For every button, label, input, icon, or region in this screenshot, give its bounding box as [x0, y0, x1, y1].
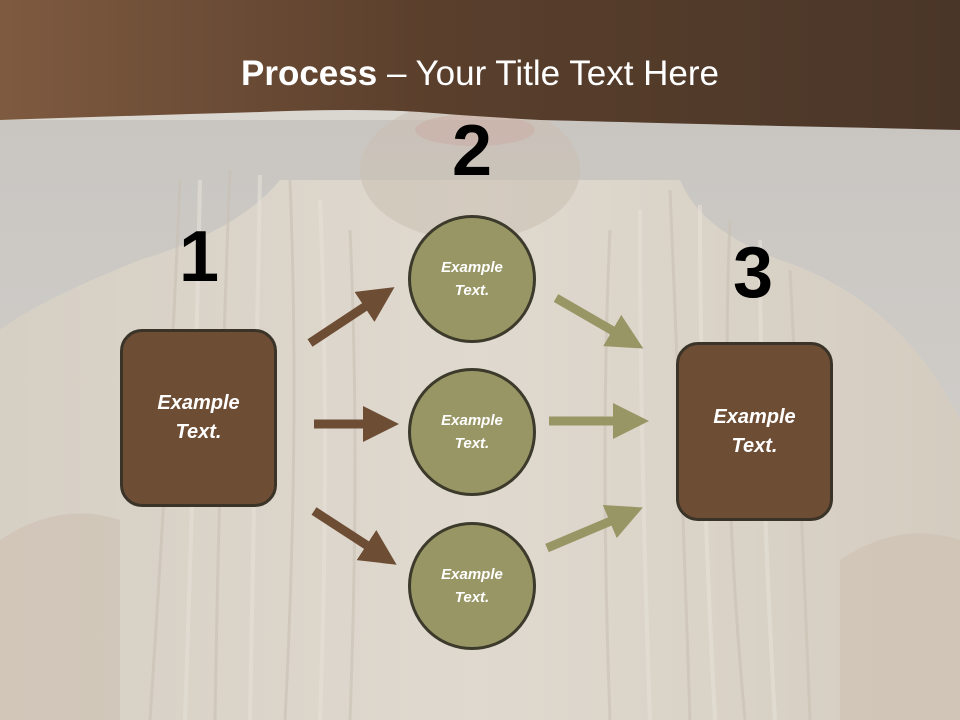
slide-title: Process – Your Title Text Here — [0, 52, 960, 96]
step-3-text-line2: Text. — [731, 434, 778, 457]
arrow-2-top-to-3 — [553, 294, 644, 349]
circle-bottom-line1: Example — [441, 566, 503, 583]
step-number-1: 1 — [178, 217, 220, 297]
step-1-box: Example Text. — [120, 329, 277, 507]
circle-middle-line1: Example — [441, 412, 503, 429]
circle-middle-line2: Text. — [454, 435, 490, 452]
arrow-1-to-2-top — [307, 287, 395, 347]
step-3-box: Example Text. — [676, 342, 833, 521]
step-1-text-line1: Example — [157, 392, 240, 414]
step-number-2: 2 — [451, 111, 493, 191]
arrow-2-bottom-to-3 — [545, 504, 643, 553]
circle-top-line2: Text. — [454, 282, 490, 299]
step-1-text-line2: Text. — [175, 421, 222, 443]
step-2-circle-bottom: Example Text. — [408, 522, 536, 650]
circle-bottom-line2: Text. — [454, 589, 490, 606]
title-rest: – Your Title Text Here — [377, 54, 719, 93]
step-2-circle-middle: Example Text. — [408, 368, 536, 496]
step-number-3: 3 — [732, 233, 774, 313]
circle-top-line1: Example — [441, 259, 503, 276]
step-2-circle-top: Example Text. — [408, 215, 536, 343]
step-3-text-line1: Example — [713, 405, 796, 428]
arrow-1-to-2-bottom — [311, 507, 397, 565]
title-bold: Process — [241, 54, 378, 93]
